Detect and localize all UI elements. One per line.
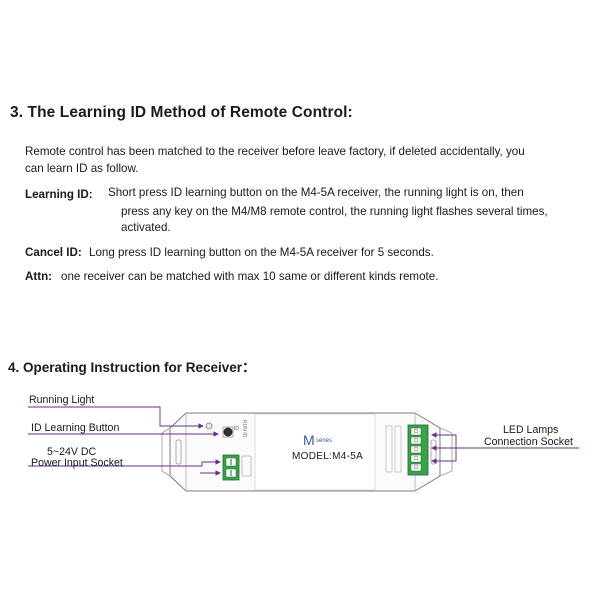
power-input-socket bbox=[222, 454, 252, 481]
intro-line-2: can learn ID as follow. bbox=[25, 162, 139, 175]
led-label-line-2: Connection Socket bbox=[484, 436, 573, 448]
section-3-title: 3. The Learning ID Method of Remote Cont… bbox=[10, 104, 353, 121]
led-connection-socket bbox=[385, 424, 429, 476]
attn-text: one receiver can be matched with max 10 … bbox=[61, 270, 439, 283]
id-learning-button[interactable] bbox=[222, 426, 234, 438]
power-label-line-1: 5~24V DC bbox=[47, 446, 97, 458]
side-text: RUN ID bbox=[241, 420, 247, 438]
attn-label: Attn: bbox=[25, 270, 53, 283]
section-4-title: 4. Operating Instruction for Receiver： bbox=[8, 360, 256, 375]
brand-logo: M bbox=[303, 432, 315, 448]
learning-id-line-1: Short press ID learning button on the M4… bbox=[108, 186, 524, 199]
brand-series: series bbox=[316, 438, 333, 444]
intro-line-1: Remote control has been matched to the r… bbox=[25, 145, 525, 158]
running-light-led bbox=[205, 422, 213, 430]
power-label-line-2: Power Input Socket bbox=[31, 457, 123, 469]
cancel-id-text: Long press ID learning button on the M4-… bbox=[89, 246, 434, 259]
button-mark: ID bbox=[234, 426, 239, 432]
callout-lines bbox=[28, 406, 579, 476]
model-label: MODEL:M4-5A bbox=[292, 451, 364, 462]
id-button-label: ID Learning Button bbox=[31, 422, 120, 434]
running-light-label: Running Light bbox=[29, 394, 95, 406]
learning-id-label: Learning ID: bbox=[25, 188, 93, 201]
cancel-id-label: Cancel ID: bbox=[25, 246, 82, 259]
led-label-line-1: LED Lamps bbox=[503, 424, 559, 436]
learning-id-line-2: press any key on the M4/M8 remote contro… bbox=[121, 205, 548, 218]
learning-id-line-3: activated. bbox=[121, 221, 171, 234]
